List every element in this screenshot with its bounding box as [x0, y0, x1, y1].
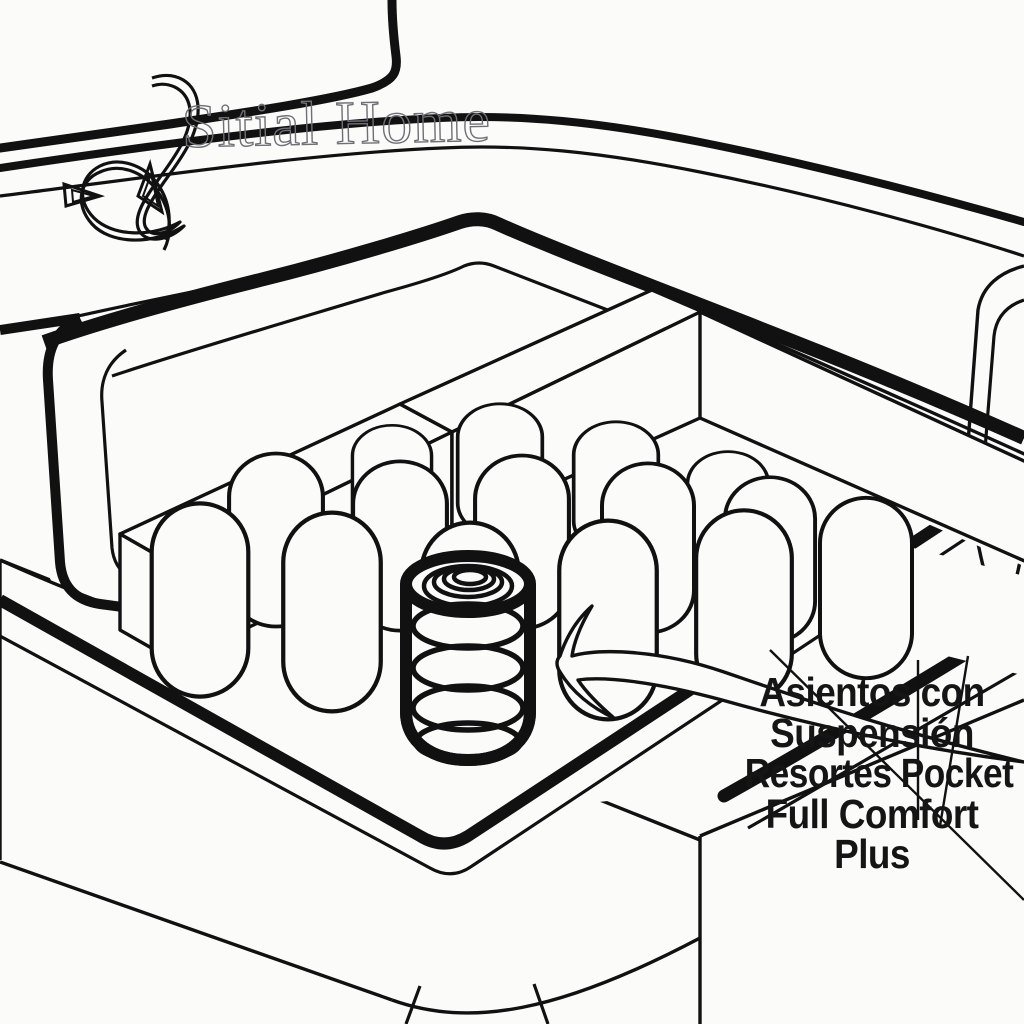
callout-arrow-icon [555, 604, 1024, 764]
promo-line-4: Full Comfort [765, 790, 979, 837]
promo-line-2: Suspensión [770, 709, 974, 756]
stray-top-contour-line [0, 0, 401, 153]
promo-line-5: Plus [834, 831, 910, 878]
sofa-leg [404, 983, 550, 1024]
ribbon-swoosh-logo-mark [62, 73, 200, 251]
promo-line-1: Asientos con [759, 669, 985, 715]
spring-capsule [152, 503, 249, 696]
pocket-spring-coil-cylinder [400, 550, 536, 767]
foreground-shell-contours [769, 649, 1024, 901]
spring-capsule [818, 495, 914, 681]
promo-caption-block: Asientos con Suspensión Resortes Pocket … [724, 672, 1020, 875]
promo-line-3: Resortes Pocket [744, 750, 1014, 797]
spring-capsule [283, 513, 381, 712]
